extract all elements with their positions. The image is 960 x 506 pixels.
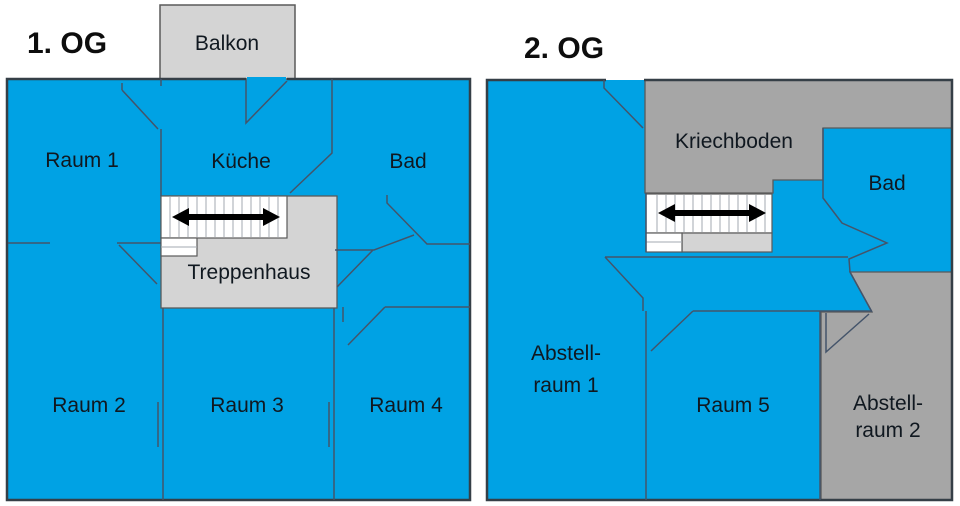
floor1-label-raum2: Raum 2 <box>52 394 126 417</box>
floor2-outer-wall <box>485 78 954 502</box>
floor2-label-bad: Bad <box>868 172 905 195</box>
floor1-label-raum1: Raum 1 <box>45 149 119 172</box>
floor2-label-abstellraum1-line2: raum 1 <box>533 374 598 397</box>
floorplan-2-og: 2. OG Kriechboden Bad Abstell- raum 1 Ra… <box>485 32 954 502</box>
floor2-stair-landing <box>681 232 773 253</box>
floor2-title: 2. OG <box>524 32 604 65</box>
floor1-label-kueche: Küche <box>211 150 271 173</box>
floor1-room-balkon <box>159 4 296 80</box>
floor1-label-balkon: Balkon <box>195 32 259 55</box>
stair-direction-arrow-icon <box>658 204 766 222</box>
floorplan-1-og: 1. OG Balkon Raum 1 Küche Bad Treppenhau… <box>5 4 472 502</box>
floor2-label-kriechboden: Kriechboden <box>675 130 793 153</box>
floor1-outer-wall <box>5 77 472 502</box>
floor2-label-abstellraum2-line1: Abstell- <box>853 392 923 415</box>
floor1-interior-walls <box>8 79 470 500</box>
floor2-interior-walls <box>603 80 889 500</box>
floor1-label-treppenhaus: Treppenhaus <box>188 261 311 284</box>
floor2-label-raum5: Raum 5 <box>696 394 770 417</box>
floor2-label-abstellraum1-line1: Abstell- <box>531 342 601 365</box>
floor1-label-raum4: Raum 4 <box>369 394 443 417</box>
floor1-label-bad: Bad <box>389 150 426 173</box>
floor1-title: 1. OG <box>27 27 107 60</box>
floor1-label-raum3: Raum 3 <box>210 394 284 417</box>
stair-direction-arrow-icon <box>172 208 280 226</box>
floor2-label-abstellraum2-line2: raum 2 <box>855 419 920 442</box>
